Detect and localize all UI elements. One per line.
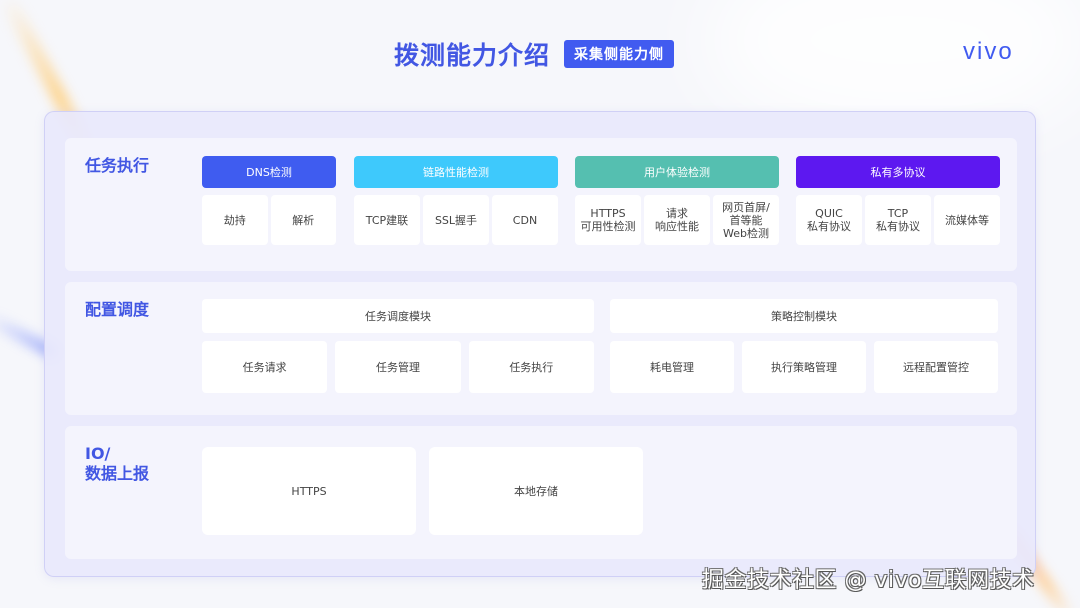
item-streaming: 流媒体等	[934, 195, 1000, 245]
group-items: 劫持 解析	[202, 195, 336, 245]
item-https-availability: HTTPS 可用性检测	[575, 195, 641, 245]
group-items: TCP建联 SSL握手 CDN	[354, 195, 558, 245]
item-task-execution: 任务执行	[468, 341, 594, 393]
item-https-report: HTTPS	[202, 447, 416, 535]
item-resolve: 解析	[270, 195, 336, 245]
item-hijack: 劫持	[202, 195, 268, 245]
item-cdn: CDN	[492, 195, 558, 245]
item-local-storage: 本地存储	[429, 447, 643, 535]
group-items: HTTPS 可用性检测 请求 响应性能 网页首屏/ 首等能 Web检测	[575, 195, 779, 245]
group-header: 用户体验检测	[575, 156, 779, 188]
page-title: 拨测能力介绍	[394, 41, 551, 70]
group-private-protocols: 私有多协议 QUIC 私有协议 TCP 私有协议 流媒体等	[796, 156, 1000, 245]
module-items: 任务请求 任务管理 任务执行	[202, 341, 594, 393]
section-config-scheduling: 配置调度 任务调度模块 任务请求 任务管理 任务执行 策略控制模块 耗电管理 执…	[65, 282, 1017, 415]
item-execution-policy: 执行策略管理	[742, 341, 866, 393]
item-tcp-private: TCP 私有协议	[865, 195, 931, 245]
subtitle-badge: 采集侧能力侧	[564, 40, 675, 68]
module-header: 任务调度模块	[202, 299, 594, 333]
group-dns-detection: DNS检测 劫持 解析	[202, 156, 336, 245]
vivo-logo: vivo	[963, 38, 1014, 65]
section-io-reporting: IO/ 数据上报 HTTPS 本地存储	[65, 426, 1017, 559]
item-tcp-connect: TCP建联	[354, 195, 420, 245]
section-task-execution: 任务执行 DNS检测 劫持 解析 链路性能检测 TCP建联 SSL握手 CDN …	[65, 138, 1017, 271]
item-ssl-handshake: SSL握手	[423, 195, 489, 245]
group-header: 链路性能检测	[354, 156, 558, 188]
watermark: 掘金技术社区 @ vivo互联网技术	[702, 568, 1035, 593]
capability-panel: 任务执行 DNS检测 劫持 解析 链路性能检测 TCP建联 SSL握手 CDN …	[44, 111, 1036, 577]
item-task-request: 任务请求	[202, 341, 328, 393]
module-header: 策略控制模块	[610, 299, 998, 333]
title-group: 拨测能力介绍 采集侧能力侧	[394, 36, 675, 72]
module-policy-control: 策略控制模块 耗电管理 执行策略管理 远程配置管控	[610, 299, 998, 393]
item-web-first-screen: 网页首屏/ 首等能 Web检测	[713, 195, 779, 245]
item-quic: QUIC 私有协议	[796, 195, 862, 245]
item-remote-config: 远程配置管控	[874, 341, 998, 393]
group-items: QUIC 私有协议 TCP 私有协议 流媒体等	[796, 195, 1000, 245]
module-items: 耗电管理 执行策略管理 远程配置管控	[610, 341, 998, 393]
group-user-experience: 用户体验检测 HTTPS 可用性检测 请求 响应性能 网页首屏/ 首等能 Web…	[575, 156, 779, 245]
header: 拨测能力介绍 采集侧能力侧 vivo	[0, 0, 1080, 100]
section-title: 任务执行	[85, 156, 150, 175]
item-power-management: 耗电管理	[610, 341, 734, 393]
module-task-scheduling: 任务调度模块 任务请求 任务管理 任务执行	[202, 299, 594, 393]
item-request-response: 请求 响应性能	[644, 195, 710, 245]
section-title-line2: 数据上报	[85, 464, 150, 483]
section-title: IO/ 数据上报	[85, 444, 149, 484]
item-task-management: 任务管理	[335, 341, 461, 393]
group-header: 私有多协议	[796, 156, 1000, 188]
group-header: DNS检测	[202, 156, 336, 188]
section-title-line1: IO/	[85, 444, 111, 463]
section-title: 配置调度	[85, 300, 150, 319]
group-link-performance: 链路性能检测 TCP建联 SSL握手 CDN	[354, 156, 558, 245]
